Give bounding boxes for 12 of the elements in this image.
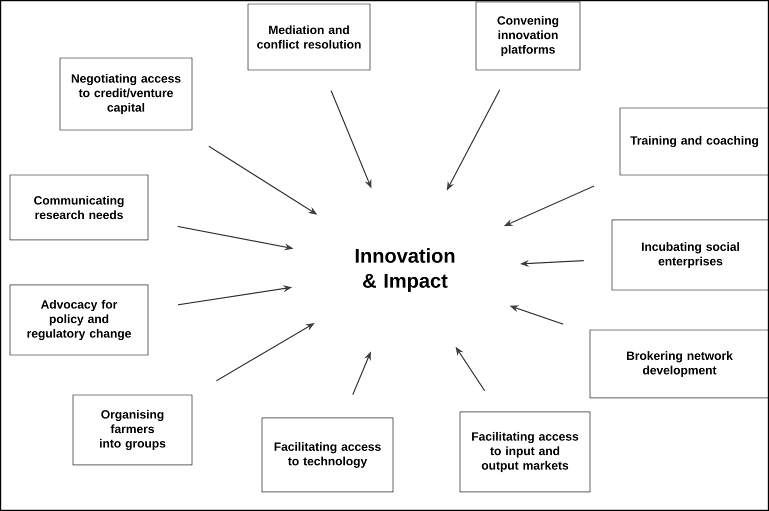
role-box: Negotiating access to credit/venture capital [60,58,192,130]
role-box: Facilitating access to technology [262,418,394,492]
role-box: Organising farmers into groups [72,394,192,466]
role-box: Convening innovation platforms [476,2,580,70]
role-box: Incubating social enterprises [612,220,769,290]
role-box: Facilitating access to input and output markets [460,412,590,492]
role-box: Communicating research needs [10,174,148,240]
role-box: Mediation and conflict resolution [248,4,370,70]
role-box: Brokering network development [590,330,769,398]
role-box: Training and coaching [620,108,769,176]
center-text: Innovation & Impact [356,248,454,292]
role-box: Advocacy for policy and regulatory change [10,284,148,356]
